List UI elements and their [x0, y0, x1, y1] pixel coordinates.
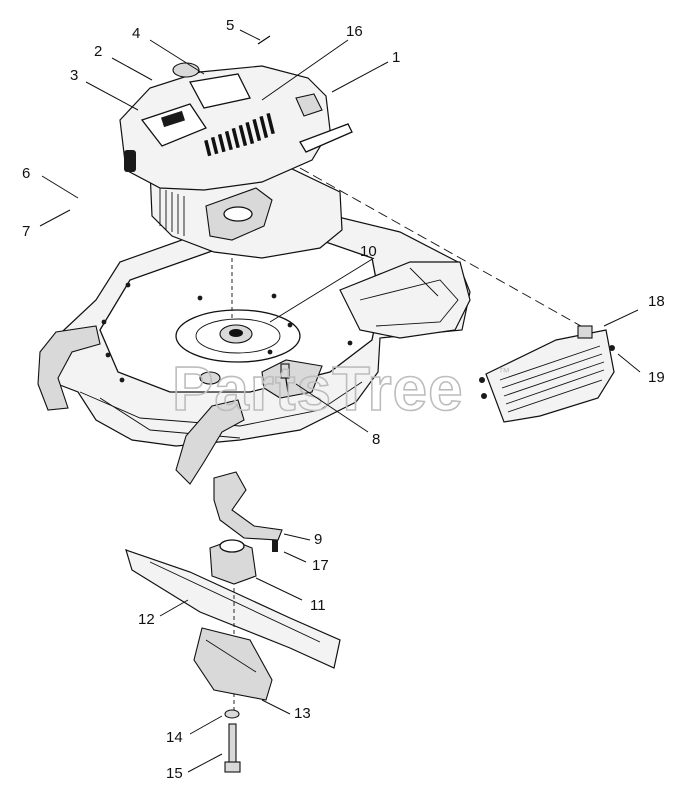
callout-8: 8 — [372, 431, 380, 448]
callout-18: 18 — [648, 293, 665, 310]
rear-shield — [299, 167, 615, 423]
callout-7: 7 — [22, 223, 30, 240]
watermark-trademark: ™ — [498, 365, 510, 379]
mower-deck — [37, 214, 471, 485]
callout-19: 19 — [648, 369, 665, 386]
callout-12: 12 — [138, 611, 155, 628]
callout-5: 5 — [226, 17, 234, 34]
watermark-text: PartsTree — [172, 355, 464, 424]
callout-17: 17 — [312, 557, 329, 574]
callout-16: 16 — [346, 23, 363, 40]
callout-2: 2 — [94, 43, 102, 60]
callout-10: 10 — [360, 243, 377, 260]
blade-assembly — [125, 471, 341, 773]
callout-1: 1 — [392, 49, 400, 66]
callout-14: 14 — [166, 729, 183, 746]
leader-lines — [39, 29, 641, 773]
callout-13: 13 — [294, 705, 311, 722]
callout-3: 3 — [70, 67, 78, 84]
engine — [119, 35, 353, 318]
callout-9: 9 — [314, 531, 322, 548]
callout-15: 15 — [166, 765, 183, 782]
watermark: PartsTree ™ — [171, 354, 510, 425]
callout-6: 6 — [22, 165, 30, 182]
callout-labels: 1 2 3 4 5 6 7 8 9 10 11 12 13 14 15 16 1… — [22, 17, 665, 782]
callout-11: 11 — [310, 597, 326, 614]
callout-4: 4 — [132, 25, 140, 42]
